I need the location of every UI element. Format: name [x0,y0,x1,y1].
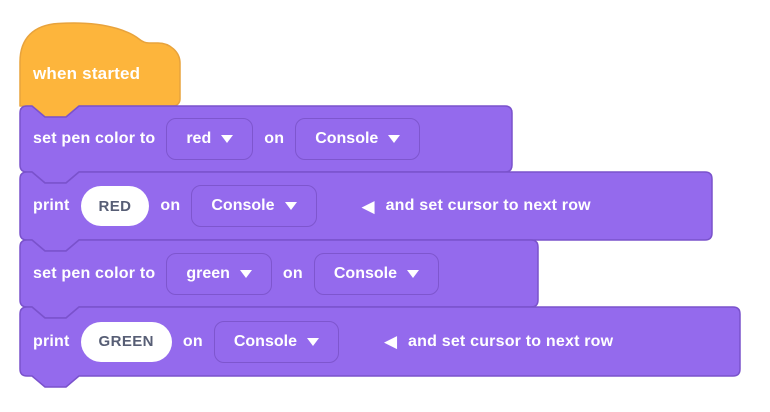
block-label: print [33,332,70,350]
caret-down-icon [406,269,419,278]
pen-color-dropdown[interactable]: green [166,252,272,295]
console-dropdown-value: Console [233,332,297,350]
console-dropdown[interactable]: Console [191,185,317,227]
block-label: print [33,197,70,214]
caret-down-icon [284,202,297,210]
caret-down-icon [306,337,319,346]
block-label: set pen color to [33,264,156,282]
collapse-arrow-icon[interactable]: ◀ [383,332,398,351]
pen-color-dropdown[interactable]: red [166,118,254,160]
print-green-block[interactable]: print GREEN on Console ◀ and set cursor … [19,306,741,388]
console-dropdown[interactable]: Console [313,252,439,295]
console-dropdown[interactable]: Console [295,118,421,160]
hat-block-label: when started [33,64,141,83]
pen-color-dropdown-value: red [186,130,212,147]
print-text-input[interactable]: GREEN [80,321,172,362]
statement-block-shape [19,306,741,388]
block-label: and set cursor to next row [385,197,591,214]
print-red-block[interactable]: print RED on Console ◀ and set cursor to… [19,171,713,252]
collapse-arrow-icon[interactable]: ◀ [361,196,375,216]
block-label: on [282,264,303,282]
console-dropdown-value: Console [333,264,397,282]
caret-down-icon [221,135,234,143]
hat-block-shape [19,22,181,118]
console-dropdown[interactable]: Console [213,320,339,363]
set-pen-color-red-block[interactable]: set pen color to red on Console [19,105,513,184]
print-text-input[interactable]: RED [80,186,150,226]
console-dropdown-value: Console [315,130,379,147]
block-label: on [160,197,181,214]
set-pen-color-green-block[interactable]: set pen color to green on Console [19,239,539,319]
caret-down-icon [239,269,252,278]
block-label: and set cursor to next row [408,332,614,350]
block-label: on [182,332,203,350]
caret-down-icon [388,135,401,143]
pen-color-dropdown-value: green [186,264,230,282]
block-label: set pen color to [33,130,156,147]
console-dropdown-value: Console [211,197,275,214]
when-started-hat-block[interactable]: when started [19,22,181,118]
block-label: on [264,130,285,147]
